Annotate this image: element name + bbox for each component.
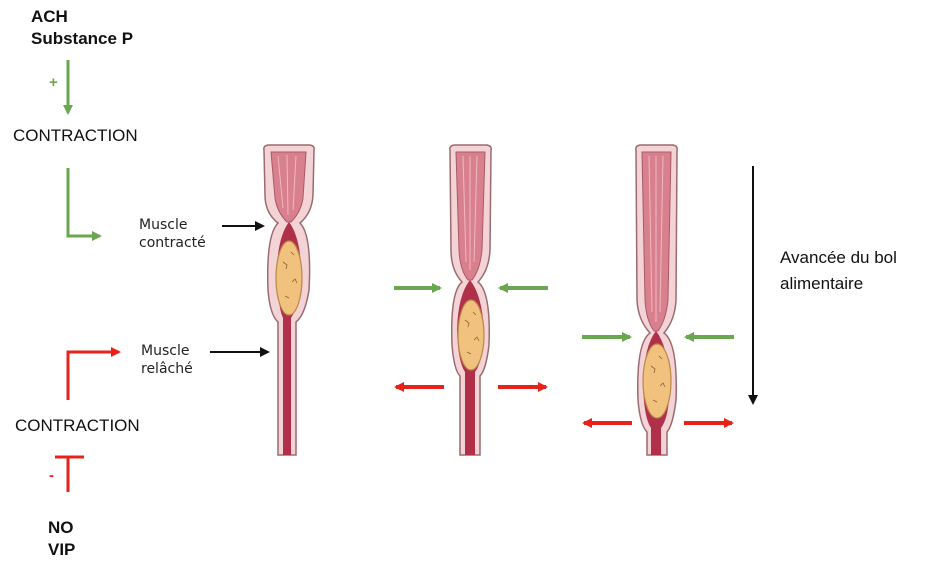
excite-sign: + bbox=[49, 74, 58, 91]
inhibit-sign: - bbox=[49, 467, 54, 484]
relax-pathway-arrow bbox=[68, 352, 119, 400]
esophagus-segment-3 bbox=[636, 145, 677, 455]
esophagus-segment-2 bbox=[450, 145, 491, 455]
muscle-relaxed-line2: relâché bbox=[141, 360, 193, 378]
bottom-mediators: NO VIP bbox=[48, 517, 75, 561]
muscle-contracted-line1: Muscle bbox=[139, 216, 206, 234]
muscle-contracted-label: Muscle contracté bbox=[139, 216, 206, 252]
progression-line1: Avancée du bol bbox=[780, 245, 897, 271]
contraction-label-bottom: CONTRACTION bbox=[15, 415, 140, 437]
top-mediators: ACH Substance P bbox=[31, 6, 133, 50]
muscle-contracted-line2: contracté bbox=[139, 234, 206, 252]
contraction-label-top: CONTRACTION bbox=[13, 125, 138, 147]
muscle-relaxed-label: Muscle relâché bbox=[141, 342, 193, 378]
mediator-substance-p: Substance P bbox=[31, 28, 133, 50]
esophagus-segment-1 bbox=[264, 145, 314, 455]
contraction-to-muscle-arrow bbox=[68, 168, 100, 236]
mediator-vip: VIP bbox=[48, 539, 75, 561]
progression-line2: alimentaire bbox=[780, 271, 897, 297]
mediator-ach: ACH bbox=[31, 6, 133, 28]
progression-label: Avancée du bol alimentaire bbox=[780, 245, 897, 297]
mediator-no: NO bbox=[48, 517, 75, 539]
muscle-relaxed-line1: Muscle bbox=[141, 342, 193, 360]
